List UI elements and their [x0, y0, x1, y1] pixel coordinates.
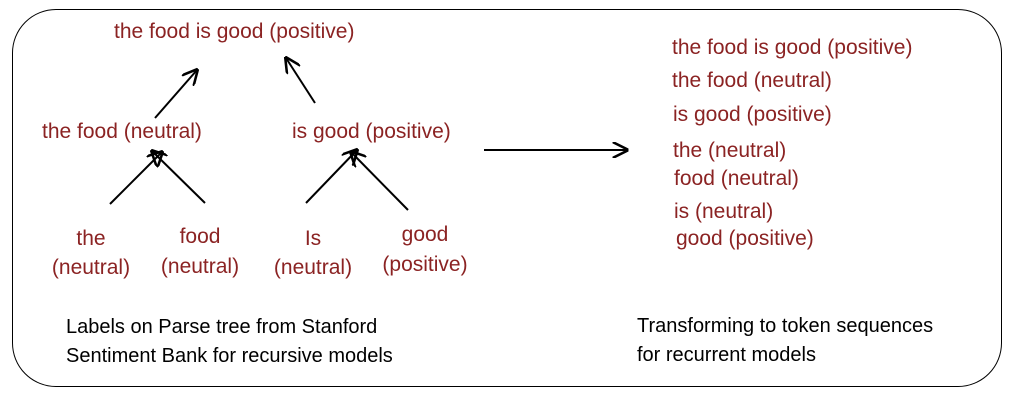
tree-caption-line2: Sentiment Bank for recursive models — [66, 345, 393, 367]
tree-root-label: the food is good (positive) — [114, 20, 355, 43]
tree-left-phrase-label: the food (neutral) — [42, 120, 202, 143]
tree-right-phrase-label: is good (positive) — [292, 120, 451, 143]
arrow-good-to-right-phrase — [351, 152, 409, 211]
sequence-item-4: the (neutral) — [673, 139, 787, 162]
sequence-caption-line1: Transforming to token sequences — [637, 315, 934, 337]
sequence-item-1: the food is good (positive) — [672, 36, 913, 59]
sequence-item-7: good (positive) — [676, 227, 814, 250]
leaf-is-word: Is — [304, 227, 322, 250]
arrow-right-phrase-to-root — [286, 58, 316, 104]
leaf-good: good (positive) — [376, 222, 474, 278]
leaf-food-word: food — [179, 225, 221, 248]
tree-caption: Labels on Parse tree from Stanford Senti… — [66, 313, 393, 371]
leaf-the-label: (neutral) — [51, 256, 131, 279]
leaf-the-word: the — [76, 227, 106, 250]
leaf-is-label: (neutral) — [273, 256, 353, 279]
sequence-item-2: the food (neutral) — [672, 69, 832, 92]
leaf-good-label: (positive) — [382, 253, 468, 276]
leaf-good-word: good — [401, 223, 449, 246]
sequence-item-5: food (neutral) — [674, 167, 799, 190]
sequence-caption: Transforming to token sequences for recu… — [637, 312, 933, 370]
sequence-caption-line2: for recurrent models — [637, 344, 816, 366]
arrow-is-to-right-phrase — [305, 150, 357, 204]
leaf-the: the (neutral) — [48, 226, 134, 281]
leaf-food: food (neutral) — [155, 224, 245, 280]
sequence-item-3: is good (positive) — [673, 103, 832, 126]
tree-caption-line1: Labels on Parse tree from Stanford — [66, 316, 378, 338]
leaf-is: Is (neutral) — [268, 226, 358, 281]
sequence-item-6: is (neutral) — [674, 200, 774, 223]
arrow-food-to-left-phrase — [152, 151, 206, 204]
arrow-the-to-left-phrase — [109, 152, 162, 205]
rounded-frame — [12, 9, 1002, 387]
arrow-left-phrase-to-root — [154, 70, 197, 119]
leaf-food-label: (neutral) — [160, 255, 240, 278]
